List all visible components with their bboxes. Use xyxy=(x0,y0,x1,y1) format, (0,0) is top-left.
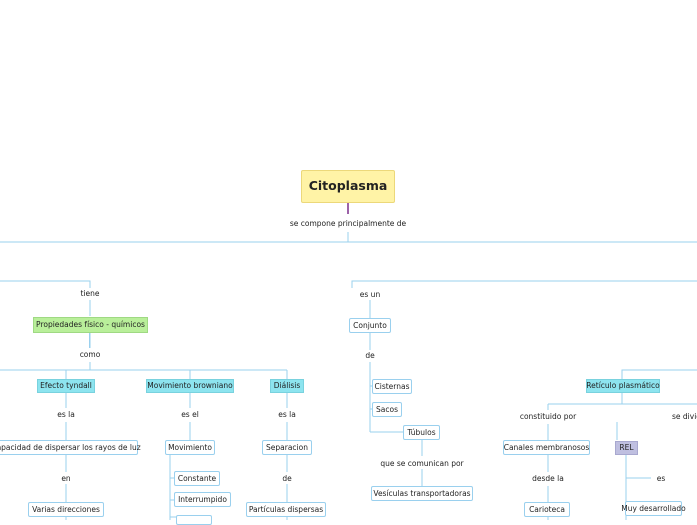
link-label-desde: desde la xyxy=(532,474,564,484)
node-efecto-tyndall[interactable]: Efecto tyndall xyxy=(37,379,95,393)
node-particulas[interactable]: Partículas dispersas xyxy=(246,502,326,517)
node-vesiculas[interactable]: Vesículas transportadoras xyxy=(371,486,473,501)
node-rel[interactable]: REL xyxy=(615,441,638,455)
node-interrumpido[interactable]: Interrumpido xyxy=(174,492,231,507)
node-canales[interactable]: Canales membranosos xyxy=(503,440,590,455)
link-label-es-la-1: es la xyxy=(57,410,75,420)
link-label-se-divide: se divide xyxy=(672,412,697,422)
node-partial-hidden[interactable] xyxy=(176,515,212,525)
link-label-es-el: es el xyxy=(181,410,199,420)
node-reticulo-plasmatico[interactable]: Retículo plasmático xyxy=(586,379,660,393)
node-varias-direcciones[interactable]: Varias direcciones xyxy=(28,502,104,517)
node-dialisis[interactable]: Diálisis xyxy=(270,379,304,393)
link-label-es-un: es un xyxy=(359,290,381,300)
node-constante[interactable]: Constante xyxy=(174,471,220,486)
node-sacos[interactable]: Sacos xyxy=(372,402,402,417)
node-conjunto[interactable]: Conjunto xyxy=(349,318,391,333)
link-label-constituido: constituido por xyxy=(519,412,577,422)
link-label-como: como xyxy=(79,350,101,360)
node-separacion[interactable]: Separacion xyxy=(262,440,312,455)
link-label-de: de xyxy=(282,474,292,484)
node-capacidad[interactable]: Capacidad de dispersar los rayos de luz xyxy=(0,440,141,455)
node-cisternas[interactable]: Cisternas xyxy=(372,379,412,394)
node-carioteca[interactable]: Carioteca xyxy=(524,502,570,517)
node-muy-desarrollado[interactable]: Muy desarrollado xyxy=(621,501,686,516)
link-label-de-2: de xyxy=(365,351,375,361)
link-label-comunican: que se comunican por xyxy=(380,459,464,469)
node-propiedades[interactable]: Propiedades físico - químicos xyxy=(33,317,148,333)
root-node-citoplasma[interactable]: Citoplasma xyxy=(301,170,395,203)
node-movimiento[interactable]: Movimiento xyxy=(165,440,215,455)
node-movimiento-browniano[interactable]: Movimiento browniano xyxy=(146,379,234,393)
link-label-compone: se compone principalmente de xyxy=(289,219,407,229)
link-label-en: en xyxy=(61,474,71,484)
link-label-tiene: tiene xyxy=(80,289,100,299)
link-label-es: es xyxy=(656,474,666,484)
node-tubulos[interactable]: Túbulos xyxy=(403,425,440,440)
link-label-es-la-2: es la xyxy=(278,410,296,420)
